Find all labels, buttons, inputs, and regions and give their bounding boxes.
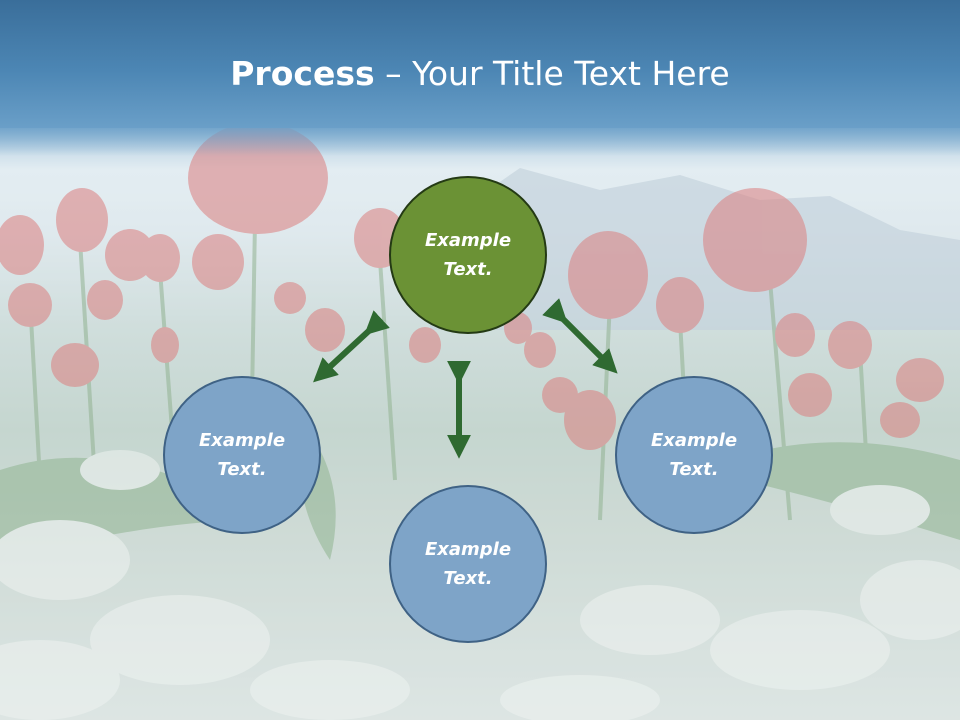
bottom-node: Example Text. xyxy=(389,485,547,643)
title-rest: – Your Title Text Here xyxy=(374,54,730,93)
left-node: Example Text. xyxy=(163,376,321,534)
right-node-label: Example Text. xyxy=(650,430,738,480)
left-node-label: Example Text. xyxy=(198,430,286,480)
title-bold: Process xyxy=(230,54,375,93)
center-node-label: Example Text. xyxy=(424,230,512,280)
bottom-node-label: Example Text. xyxy=(424,539,512,589)
center-node: Example Text. xyxy=(389,176,547,334)
arrow-center-left xyxy=(313,310,390,383)
arrow-center-right xyxy=(542,298,618,374)
right-node: Example Text. xyxy=(615,376,773,534)
title-band xyxy=(0,0,960,156)
slide-title: Process – Your Title Text Here xyxy=(0,52,960,96)
